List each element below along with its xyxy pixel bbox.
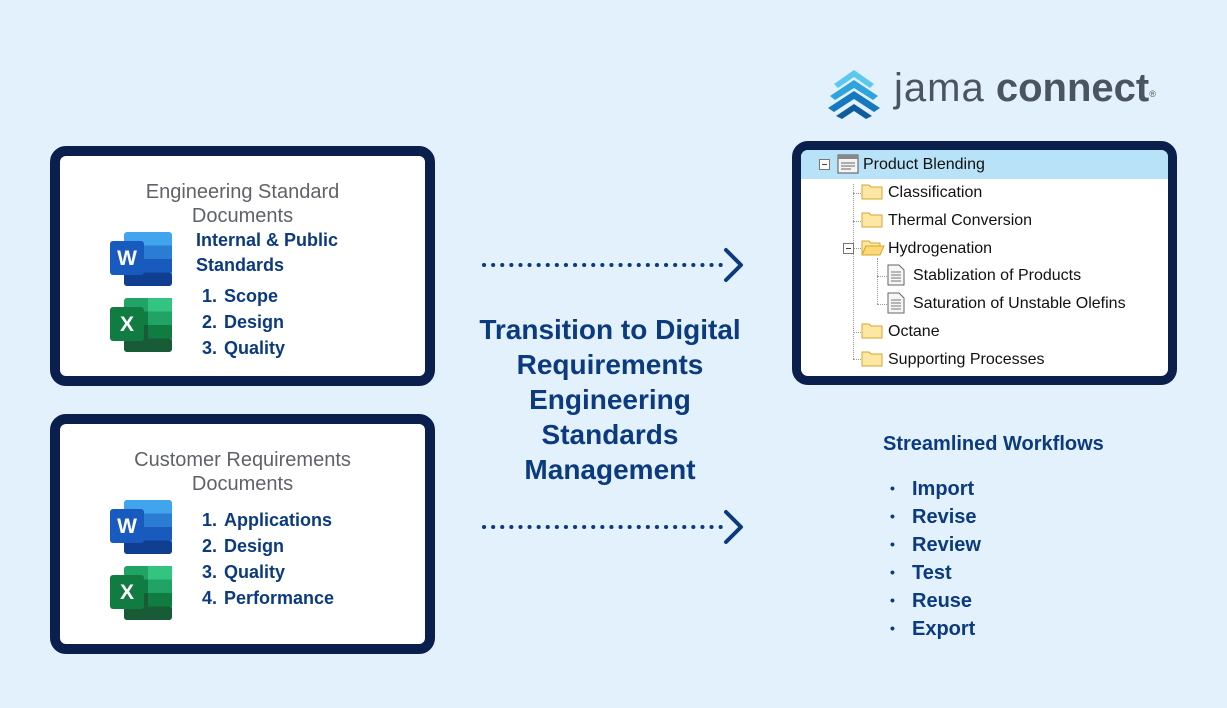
folder-icon xyxy=(861,351,883,367)
excel-icon: X xyxy=(110,298,172,352)
svg-text:W: W xyxy=(117,247,137,270)
list-item: •Import xyxy=(890,478,975,500)
list-item: •Test xyxy=(890,562,952,584)
list-item: 1.Scope xyxy=(202,286,279,306)
customer-requirements-card: Customer Requirements Documents W X 1.Ap… xyxy=(50,414,435,654)
list-item: 3.Quality xyxy=(202,338,286,358)
standards-list: 1.Scope 2.Design 3.Quality xyxy=(202,283,285,361)
standards-heading: Internal & Public Standards xyxy=(196,230,339,275)
tree-item[interactable]: Hydrogenation xyxy=(888,240,993,257)
card-title: Engineering Standard Documents xyxy=(145,181,340,227)
arrow-right-icon xyxy=(482,248,743,282)
transition-heading: Transition to Digital Requirements Engin… xyxy=(479,314,741,485)
list-item: •Reuse xyxy=(890,590,973,612)
workflows-title: Streamlined Workflows xyxy=(883,433,1104,455)
list-item: 2.Design xyxy=(202,312,285,332)
list-item: 2.Design xyxy=(202,536,285,556)
list-item: •Export xyxy=(890,618,976,640)
card-title: Customer Requirements Documents xyxy=(134,449,351,495)
selected-row-highlight xyxy=(801,150,1168,179)
svg-text:X: X xyxy=(120,581,134,604)
collapse-toggle[interactable] xyxy=(819,159,830,170)
tree-item[interactable]: Thermal Conversion xyxy=(888,212,1033,229)
list-item: •Review xyxy=(890,534,981,556)
folder-icon xyxy=(861,212,883,228)
tree-item-root[interactable]: Product Blending xyxy=(863,156,985,173)
list-item: 1.Applications xyxy=(202,510,333,530)
jama-connect-logo: jama connect® xyxy=(894,66,1156,110)
document-icon xyxy=(887,264,905,286)
requirements-list: 1.Applications 2.Design 3.Quality 4.Perf… xyxy=(202,507,334,611)
tree-item[interactable]: Stablization of Products xyxy=(913,267,1082,284)
project-icon xyxy=(837,154,859,174)
tree-item[interactable]: Supporting Processes xyxy=(888,351,1045,368)
tree-item[interactable]: Octane xyxy=(888,323,940,340)
workflows-list: •Import •Revise •Review •Test •Reuse •Ex… xyxy=(890,475,981,643)
excel-icon: X xyxy=(110,566,172,620)
document-icon xyxy=(887,292,905,314)
list-item: 4.Performance xyxy=(202,588,335,608)
engineering-standard-card: Engineering Standard Documents W Interna… xyxy=(50,146,435,386)
word-icon: W xyxy=(110,232,172,286)
list-item: 3.Quality xyxy=(202,562,286,582)
list-item: •Revise xyxy=(890,506,977,528)
folder-open-icon xyxy=(861,240,885,256)
folder-icon xyxy=(861,323,883,339)
jama-tree-panel: Product Blending Classification Thermal … xyxy=(792,141,1177,385)
svg-text:X: X xyxy=(120,313,134,336)
jama-logo-icon xyxy=(828,70,880,119)
svg-text:W: W xyxy=(117,515,137,538)
collapse-toggle[interactable] xyxy=(843,243,854,254)
arrow-right-icon xyxy=(482,510,743,544)
folder-icon xyxy=(861,184,883,200)
tree-item[interactable]: Saturation of Unstable Olefins xyxy=(913,295,1126,312)
tree-item[interactable]: Classification xyxy=(888,184,983,201)
word-icon: W xyxy=(110,500,172,554)
